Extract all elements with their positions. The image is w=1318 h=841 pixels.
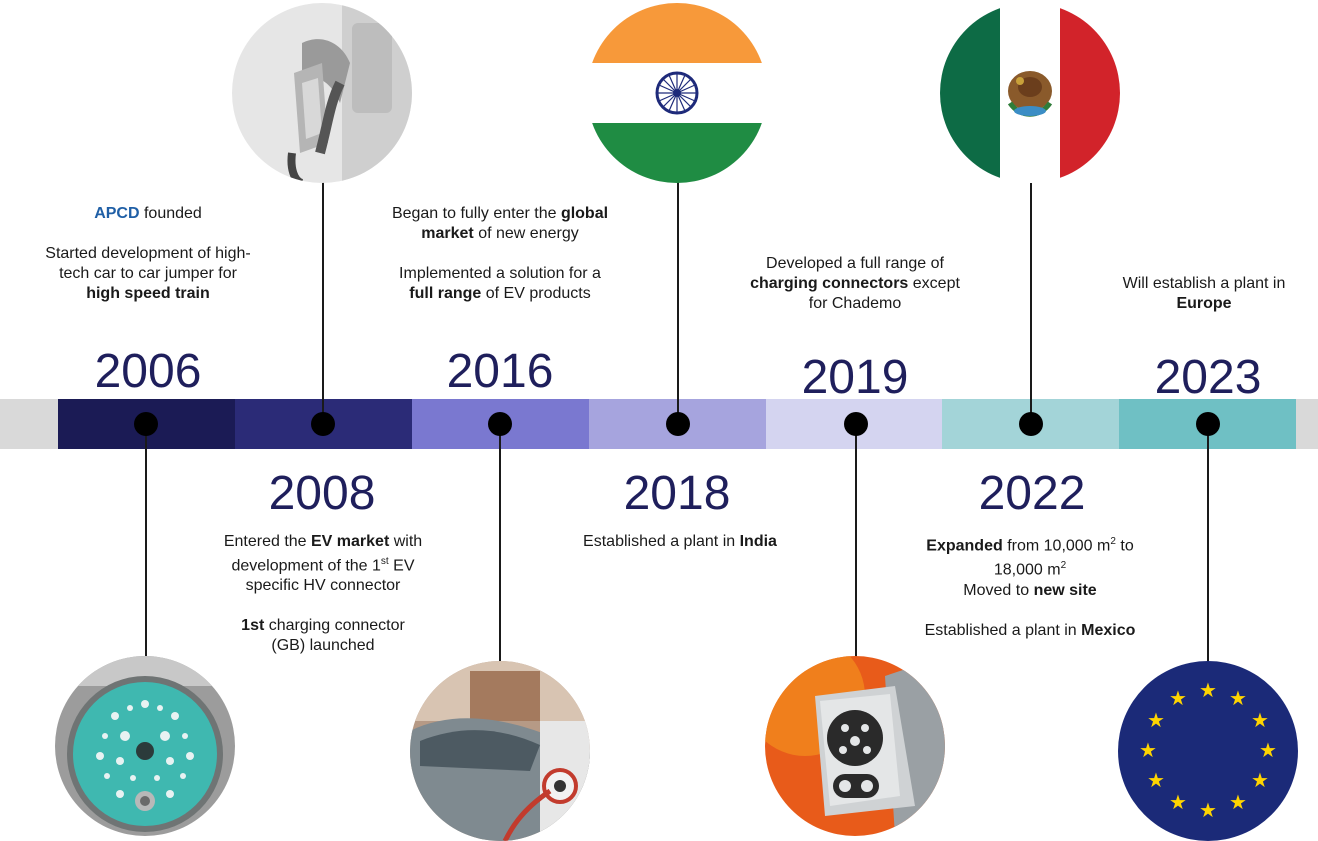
event-text-2006: APCD founded Started development of high… <box>45 205 251 302</box>
event-text-2018: Established a plant in India <box>583 533 777 550</box>
charging-nozzle-photo <box>232 3 412 183</box>
svg-text:★: ★ <box>1147 708 1165 732</box>
year-2018: 2018 <box>623 467 731 520</box>
india-flag <box>587 3 767 183</box>
svg-text:★: ★ <box>1199 798 1217 822</box>
eu-flag: ★ ★ ★ ★ ★ ★ ★ ★ ★ ★ ★ ★ <box>1118 661 1298 841</box>
year-2023: 2023 <box>1154 351 1262 404</box>
timeline-dot-2018 <box>666 412 690 436</box>
mexico-flag <box>940 3 1120 183</box>
car-charging-photo <box>410 661 590 841</box>
year-2016: 2016 <box>446 345 554 398</box>
event-text-2019: Developed a full range of charging conne… <box>750 255 960 312</box>
timeline-dot-2016 <box>488 412 512 436</box>
svg-text:★: ★ <box>1169 790 1187 814</box>
event-text-2008: Entered the EV market with development o… <box>223 533 423 655</box>
connector-line-2019 <box>855 424 857 670</box>
connector-face-photo <box>55 656 235 836</box>
svg-text:★: ★ <box>1251 768 1269 792</box>
connector-line-2022 <box>1030 183 1032 424</box>
svg-text:★: ★ <box>1229 790 1247 814</box>
svg-text:★: ★ <box>1259 738 1277 762</box>
timeline-dot-2008 <box>311 412 335 436</box>
event-text-2023: Will establish a plant in Europe <box>1122 275 1286 312</box>
svg-text:★: ★ <box>1147 768 1165 792</box>
event-text-2016: Began to fully enter the global market o… <box>391 205 609 302</box>
connector-line-2018 <box>677 180 679 424</box>
year-2022: 2022 <box>978 467 1086 520</box>
event-text-2022: Expanded from 10,000 m2 to 18,000 m2 Mov… <box>924 536 1136 639</box>
connector-line-2008 <box>322 180 324 424</box>
svg-text:★: ★ <box>1229 686 1247 710</box>
year-2006: 2006 <box>94 345 202 398</box>
timeline-dot-2019 <box>844 412 868 436</box>
connector-line-2023 <box>1207 424 1209 684</box>
year-2019: 2019 <box>801 351 909 404</box>
connector-line-2006 <box>145 424 147 690</box>
svg-text:★: ★ <box>1199 678 1217 702</box>
timeline-dot-2006 <box>134 412 158 436</box>
timeline-dot-2022 <box>1019 412 1043 436</box>
connector-line-2016 <box>499 424 501 684</box>
svg-text:★: ★ <box>1251 708 1269 732</box>
ccs-connector-photo <box>765 656 945 836</box>
svg-text:★: ★ <box>1139 738 1157 762</box>
year-2008: 2008 <box>268 467 376 520</box>
svg-text:★: ★ <box>1169 686 1187 710</box>
timeline-dot-2023 <box>1196 412 1220 436</box>
